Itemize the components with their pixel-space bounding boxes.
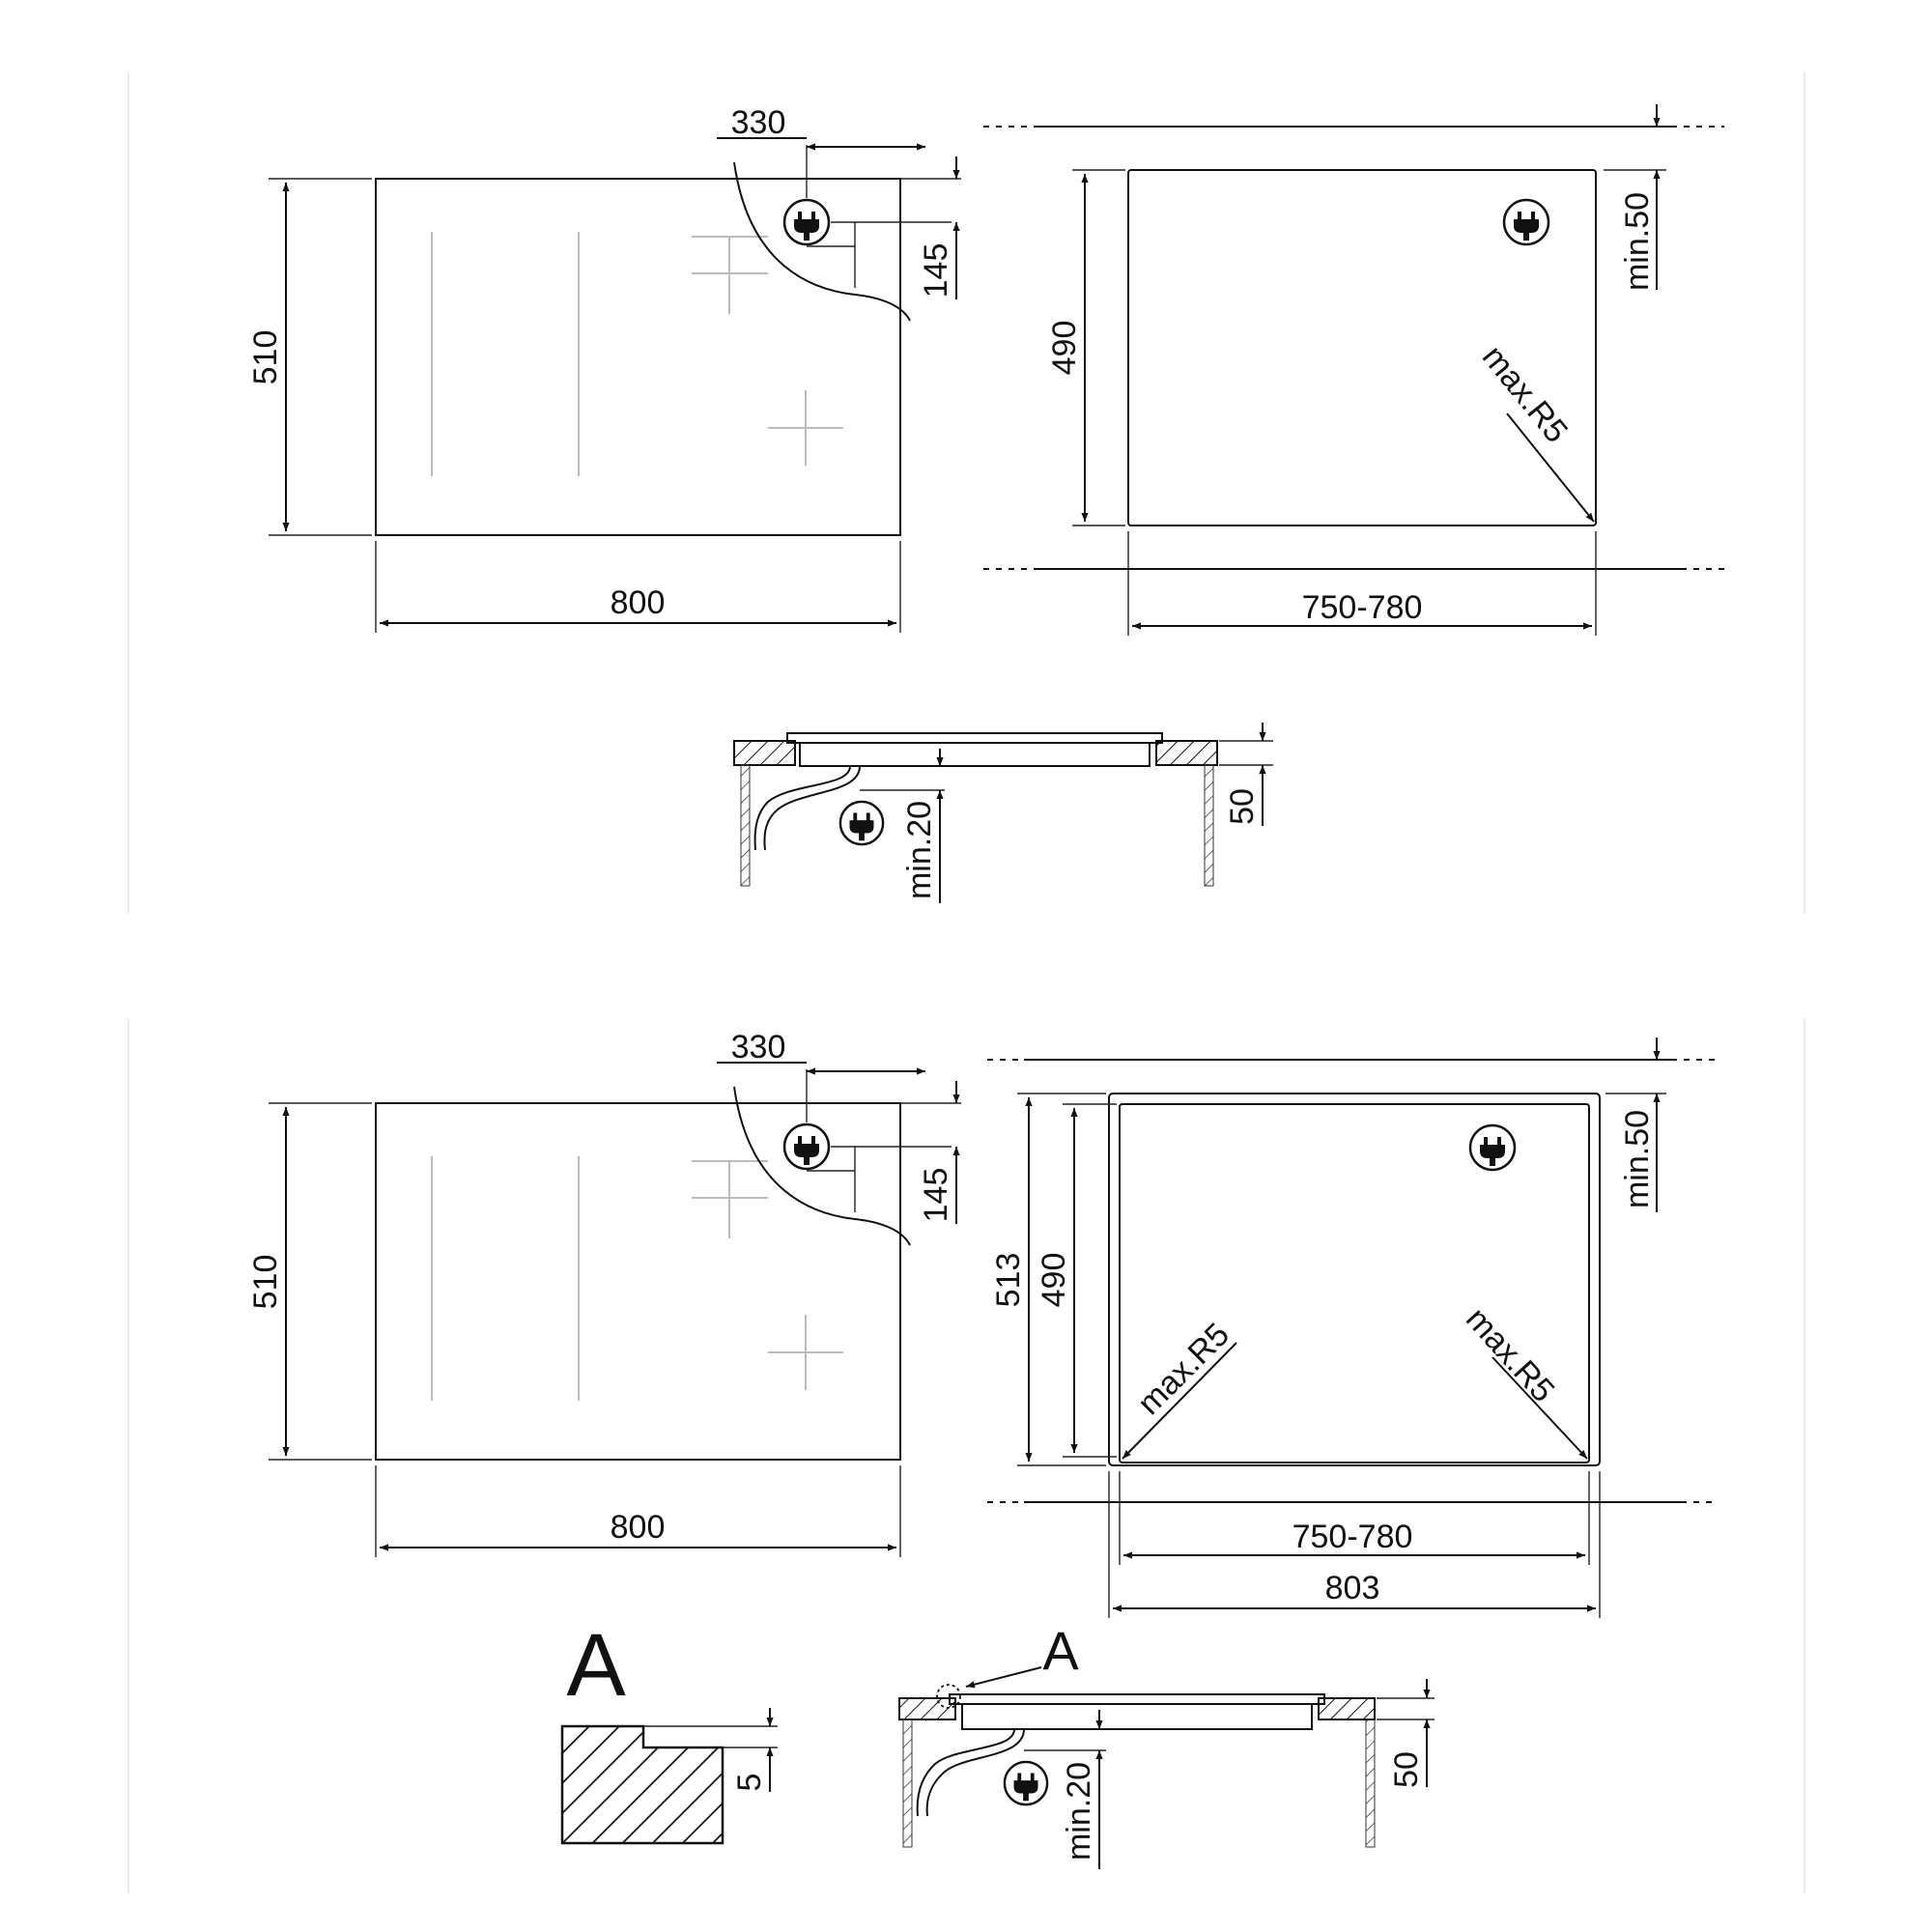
plug-socket-icon	[838, 800, 885, 846]
plug-socket-icon	[1003, 1760, 1049, 1806]
section-view-2: A	[898, 1620, 1376, 1848]
section-clearance-label: min.20	[1061, 1762, 1097, 1861]
plug-offset-y-label: 145	[918, 1168, 954, 1223]
dimension-plug-y-1: 145	[900, 156, 961, 299]
cutout-width-label: 750-780	[1293, 1519, 1413, 1555]
dimension-section-clearance-2: min.20	[1024, 1710, 1106, 1869]
dimension-outer-width-2: 803	[1108, 1471, 1601, 1618]
section-view-1	[733, 732, 1218, 887]
cutout-view-2	[987, 1059, 1718, 1503]
dimension-hob-depth-2: 510	[247, 1102, 372, 1461]
radius-left-label: max.R5	[1130, 1316, 1236, 1422]
detail-a: A 5	[560, 1616, 778, 1845]
dimension-section-depth-2: 50	[1377, 1679, 1435, 1788]
dimension-radius-1: max.R5	[1475, 339, 1595, 523]
hob-width-label: 800	[611, 584, 666, 621]
clearance-label: min.50	[1619, 1110, 1656, 1208]
clearance-label: min.50	[1619, 192, 1656, 291]
hob-top-view-1	[375, 145, 952, 536]
dimension-cutout-width-2: 750-780	[1119, 1471, 1590, 1565]
dimension-clearance-2: min.50	[1605, 1037, 1666, 1212]
plug-socket-icon	[1502, 198, 1550, 246]
dimension-cutout-depth-1: 490	[1046, 169, 1125, 526]
plug-offset-x-label: 330	[731, 1029, 786, 1065]
plug-offset-x-label: 330	[731, 104, 786, 141]
section-clearance-label: min.20	[901, 801, 938, 899]
hob-width-label: 800	[611, 1509, 666, 1546]
detail-a-label: A	[566, 1616, 626, 1715]
outer-width-label: 803	[1325, 1570, 1380, 1606]
dimension-section-clearance-1: min.20	[860, 749, 945, 903]
dimension-cutout-depth-2: 490	[1036, 1103, 1117, 1458]
dimension-hob-width-2: 800	[375, 1465, 901, 1557]
dimension-clearance-1: min.50	[1604, 104, 1666, 291]
dimension-hob-depth-1: 510	[247, 178, 372, 536]
section-a-label: A	[1042, 1620, 1079, 1681]
plug-socket-icon	[782, 198, 831, 246]
radius-right-label: max.R5	[1459, 1300, 1562, 1408]
dimension-radius-right-2: max.R5	[1459, 1300, 1588, 1460]
dimension-plug-x-1: 330	[717, 104, 925, 151]
dimension-radius-left-2: max.R5	[1122, 1316, 1237, 1460]
plug-socket-icon	[1468, 1123, 1517, 1172]
plug-socket-icon	[782, 1122, 831, 1171]
cutout-width-label: 750-780	[1302, 589, 1423, 626]
detail-step-label: 5	[731, 1774, 768, 1792]
hob-top-view-2	[375, 1069, 952, 1461]
section-depth-label: 50	[1224, 788, 1261, 825]
hob-depth-label: 510	[247, 330, 284, 385]
hob-depth-label: 510	[247, 1255, 284, 1310]
dimension-section-depth-1: 50	[1219, 723, 1273, 826]
outer-depth-label: 513	[990, 1253, 1027, 1308]
plug-offset-y-label: 145	[918, 243, 954, 298]
cutout-view-1	[983, 126, 1724, 570]
dimension-outer-depth-2: 513	[990, 1093, 1106, 1466]
radius-label: max.R5	[1475, 339, 1575, 450]
cutout-depth-label: 490	[1036, 1253, 1072, 1308]
dimension-hob-width-1: 800	[375, 541, 901, 633]
dimension-plug-y-2: 145	[900, 1081, 961, 1224]
cutout-depth-label: 490	[1046, 321, 1083, 376]
section-depth-label: 50	[1388, 1751, 1425, 1788]
dimension-cutout-width-1: 750-780	[1127, 531, 1597, 636]
dimension-plug-x-2: 330	[717, 1029, 925, 1075]
